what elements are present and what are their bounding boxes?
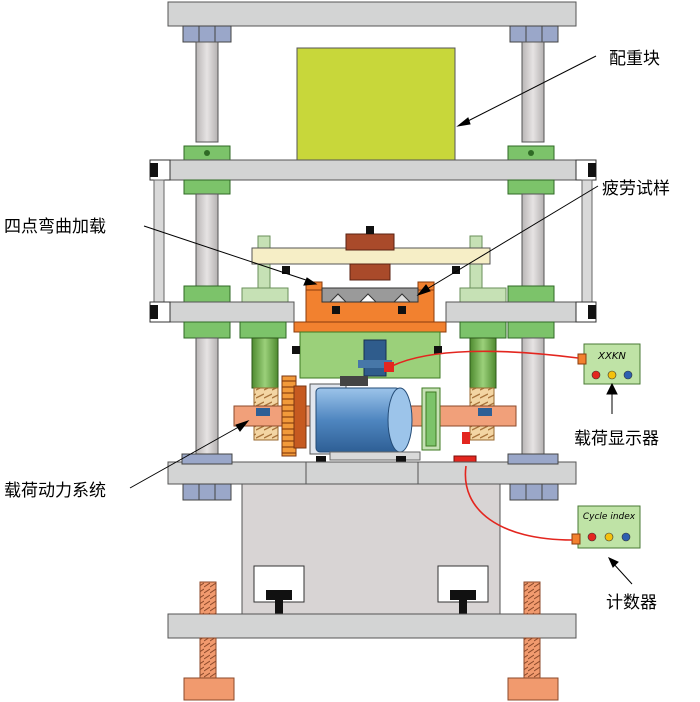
top-nut-left [182,25,232,43]
label-four-point-bending: 四点弯曲加载 [4,217,106,237]
column-lower-right [521,337,545,461]
counter-title: Cycle index [583,512,636,522]
leader-four-point [143,225,313,283]
leader-counterweight [461,55,597,125]
green-screw-left [251,337,279,389]
load-block-top [345,233,395,251]
column-upper-left [195,41,219,143]
counterweight-block [296,47,456,161]
middle-plate-lower-left [167,301,295,323]
top-plate [167,1,577,27]
load-block-bottom [349,263,391,281]
green-nut-upper-left [183,145,231,161]
green-nut-mid-right [507,179,555,195]
green-screw-right [469,337,497,389]
middle-plate-upper [167,159,577,181]
green-nut-lower-left [183,321,231,339]
load-display-device: XXKN [577,343,641,385]
foot-left [183,677,235,701]
leveling-bolt-top-left [199,581,217,615]
label-load-display: 载荷显示器 [574,429,659,449]
leveling-bolt-top-right [523,581,541,615]
column-mid-right [521,193,545,287]
base-plate-upper [167,461,577,485]
wire-load-display [391,350,579,367]
lightgreen-nut-right [459,287,507,303]
side-rod-right [581,179,593,303]
label-load-power-system: 载荷动力系统 [4,481,106,501]
leveling-bolt-bottom-right [523,637,541,679]
column-upper-right [521,41,545,143]
load-display-title: XXKN [597,351,626,362]
green-nut-plate2-left [183,285,231,303]
green-nut-lower-right [507,321,555,339]
base-nut-left [182,483,232,501]
label-counterweight: 配重块 [609,49,660,69]
leveling-bolt-bottom-left [199,637,217,679]
fatigue-specimen [321,287,419,303]
counter-device: Cycle index [571,505,641,549]
motor [309,376,421,464]
label-counter: 计数器 [606,593,657,613]
middle-plate-lower-right [445,301,577,323]
leader-specimen [421,185,599,293]
wire-counter [464,465,573,541]
load-sensor [363,339,387,377]
green-nut-upper-right [507,145,555,161]
lightgreen-nut-left [241,287,289,303]
green-nut-plate2-right [507,285,555,303]
column-mid-left [195,193,219,287]
side-rod-left [153,179,165,303]
leader-counter [611,561,633,585]
base-nut-right [509,483,559,501]
green-nut-mid-left [183,179,231,195]
bottom-plate [167,613,577,639]
top-nut-right [509,25,559,43]
foot-right [507,677,559,701]
column-lower-left [195,337,219,461]
leader-load-power [129,423,245,489]
label-fatigue-specimen: 疲劳试样 [602,179,670,199]
